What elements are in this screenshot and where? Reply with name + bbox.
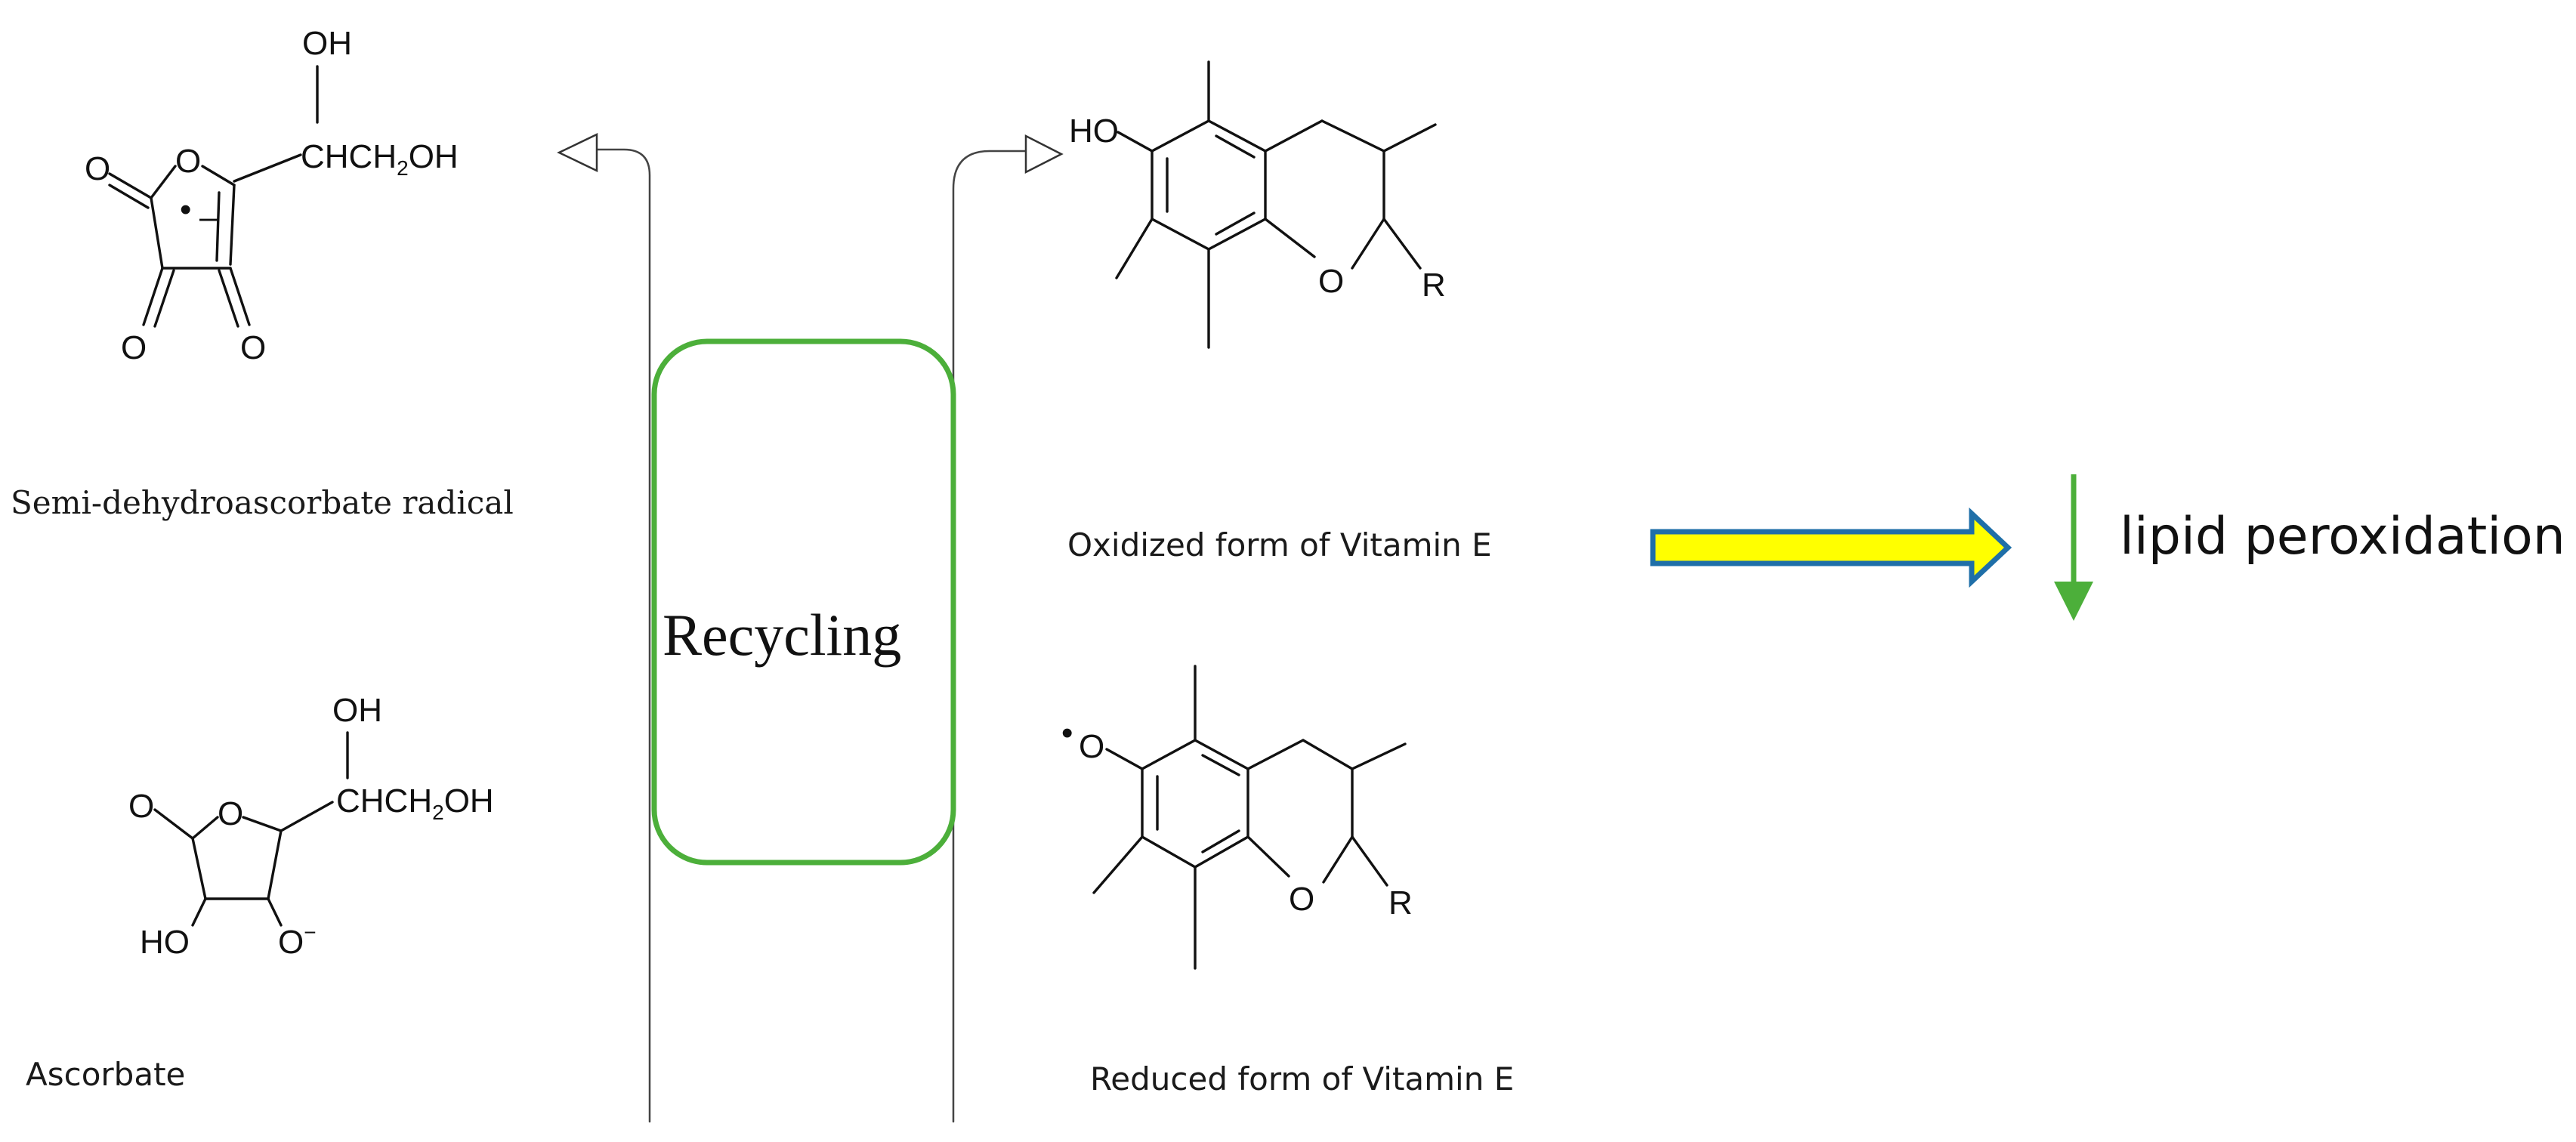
vite-ox-bond: [1207, 119, 1267, 153]
semi-bond: [142, 267, 164, 326]
vite-red-bond: [1201, 754, 1240, 776]
recycling-box: [651, 338, 956, 866]
asc-bond: [267, 829, 283, 900]
asc-carbonyl-o: O: [128, 788, 154, 825]
semi-radical-dot: •: [180, 191, 191, 228]
vite-red-bond: [1141, 739, 1197, 770]
vitamin-e-reduced-structure: • O O R: [1061, 665, 1413, 970]
semi-o-right: O: [240, 329, 266, 366]
vite-red-o: O: [1079, 728, 1104, 765]
vite-ox-bond: [1215, 211, 1256, 236]
label-semi-dehydroascorbate: Semi-dehydroascorbate radical: [11, 484, 514, 521]
vite-red-bond: [1201, 829, 1240, 853]
vite-red-bond: [1246, 835, 1290, 878]
vite-ox-bond: [1264, 218, 1316, 258]
semi-dehydroascorbate-structure: OH CHCH2OH O O O O • –: [85, 25, 459, 366]
vitamin-e-oxidized-structure: HO O R: [1069, 60, 1446, 349]
asc-ho: HO: [140, 924, 190, 961]
vite-ox-bond: [1320, 119, 1385, 153]
asc-bond: [191, 837, 207, 900]
vite-ox-r: R: [1422, 267, 1446, 304]
left-arrow-icon: [557, 133, 598, 172]
vite-ox-bond: [1117, 131, 1154, 153]
vite-red-bond: [1092, 835, 1144, 894]
asc-o-minus: O−: [278, 921, 317, 961]
vite-red-radical-dot: •: [1061, 715, 1073, 752]
recycling-label: Recycling: [663, 602, 901, 668]
block-arrow-right-icon: [1650, 507, 2012, 588]
vite-ox-ho: HO: [1069, 113, 1119, 150]
label-oxidized-vitamin-e: Oxidized form of Vitamin E: [1067, 526, 1492, 563]
asc-oh-top: OH: [332, 692, 382, 729]
asc-bond: [242, 816, 283, 832]
vite-ox-bond: [1351, 218, 1385, 270]
vite-red-r: R: [1388, 884, 1413, 921]
label-lipid-peroxidation: lipid peroxidation: [2120, 507, 2565, 566]
label-ascorbate: Ascorbate: [26, 1056, 185, 1093]
vite-red-bond: [1194, 835, 1249, 869]
asc-ring-o: O: [218, 795, 243, 832]
right-arrow-icon: [1024, 134, 1064, 174]
ascorbate-structure: OH CHCH2OH O O HO O−: [128, 692, 494, 961]
vite-red-bond: [1141, 835, 1197, 869]
semi-ring-o: O: [175, 143, 201, 180]
vite-ox-ring-o: O: [1318, 263, 1344, 300]
asc-bond: [191, 897, 207, 927]
vite-ox-bond: [1264, 119, 1324, 153]
asc-bond: [191, 816, 219, 840]
vite-red-bond: [1351, 742, 1407, 770]
vite-red-bond: [1322, 835, 1354, 884]
vite-ox-bond: [1215, 134, 1256, 159]
semi-bond: [233, 153, 302, 183]
semi-bond: [153, 269, 175, 328]
vite-red-bond: [1302, 739, 1354, 770]
semi-bond: [108, 172, 153, 199]
semi-carbonyl-o: O: [85, 150, 110, 187]
vite-ox-bond: [1207, 218, 1267, 251]
semi-bond: [150, 196, 164, 270]
label-reduced-vitamin-e: Reduced form of Vitamin E: [1090, 1060, 1514, 1097]
semi-bond: [150, 165, 177, 199]
vite-red-ring-o: O: [1289, 881, 1314, 918]
semi-bond: [229, 184, 236, 266]
vite-red-bond: [1246, 739, 1305, 770]
asc-bond: [280, 801, 334, 832]
semi-bond: [229, 267, 251, 326]
vite-ox-bond: [1151, 218, 1210, 251]
semi-bond: [201, 165, 236, 187]
vite-red-bond: [1105, 748, 1144, 770]
vite-ox-bond: [1382, 218, 1422, 270]
asc-bond: [267, 897, 283, 927]
connector-left-line: [595, 148, 651, 1123]
connector-right-line: [952, 150, 1027, 1123]
semi-bond: [108, 184, 150, 209]
asc-side-chain: CHCH2OH: [336, 782, 494, 824]
semi-bond: [215, 191, 221, 262]
semi-charge: –: [199, 199, 218, 236]
vite-ox-bond: [1382, 123, 1437, 153]
vite-ox-bond: [1151, 119, 1210, 153]
vite-red-bond: [1351, 835, 1388, 887]
semi-oh-top: OH: [302, 25, 352, 62]
semi-o-left: O: [121, 329, 147, 366]
semi-bond: [218, 269, 239, 328]
vite-ox-bond: [1115, 218, 1154, 279]
semi-side-chain: CHCH2OH: [301, 138, 459, 180]
arrow-down-icon: [2054, 582, 2093, 621]
vite-red-bond: [1194, 739, 1249, 770]
asc-bond: [153, 808, 194, 840]
